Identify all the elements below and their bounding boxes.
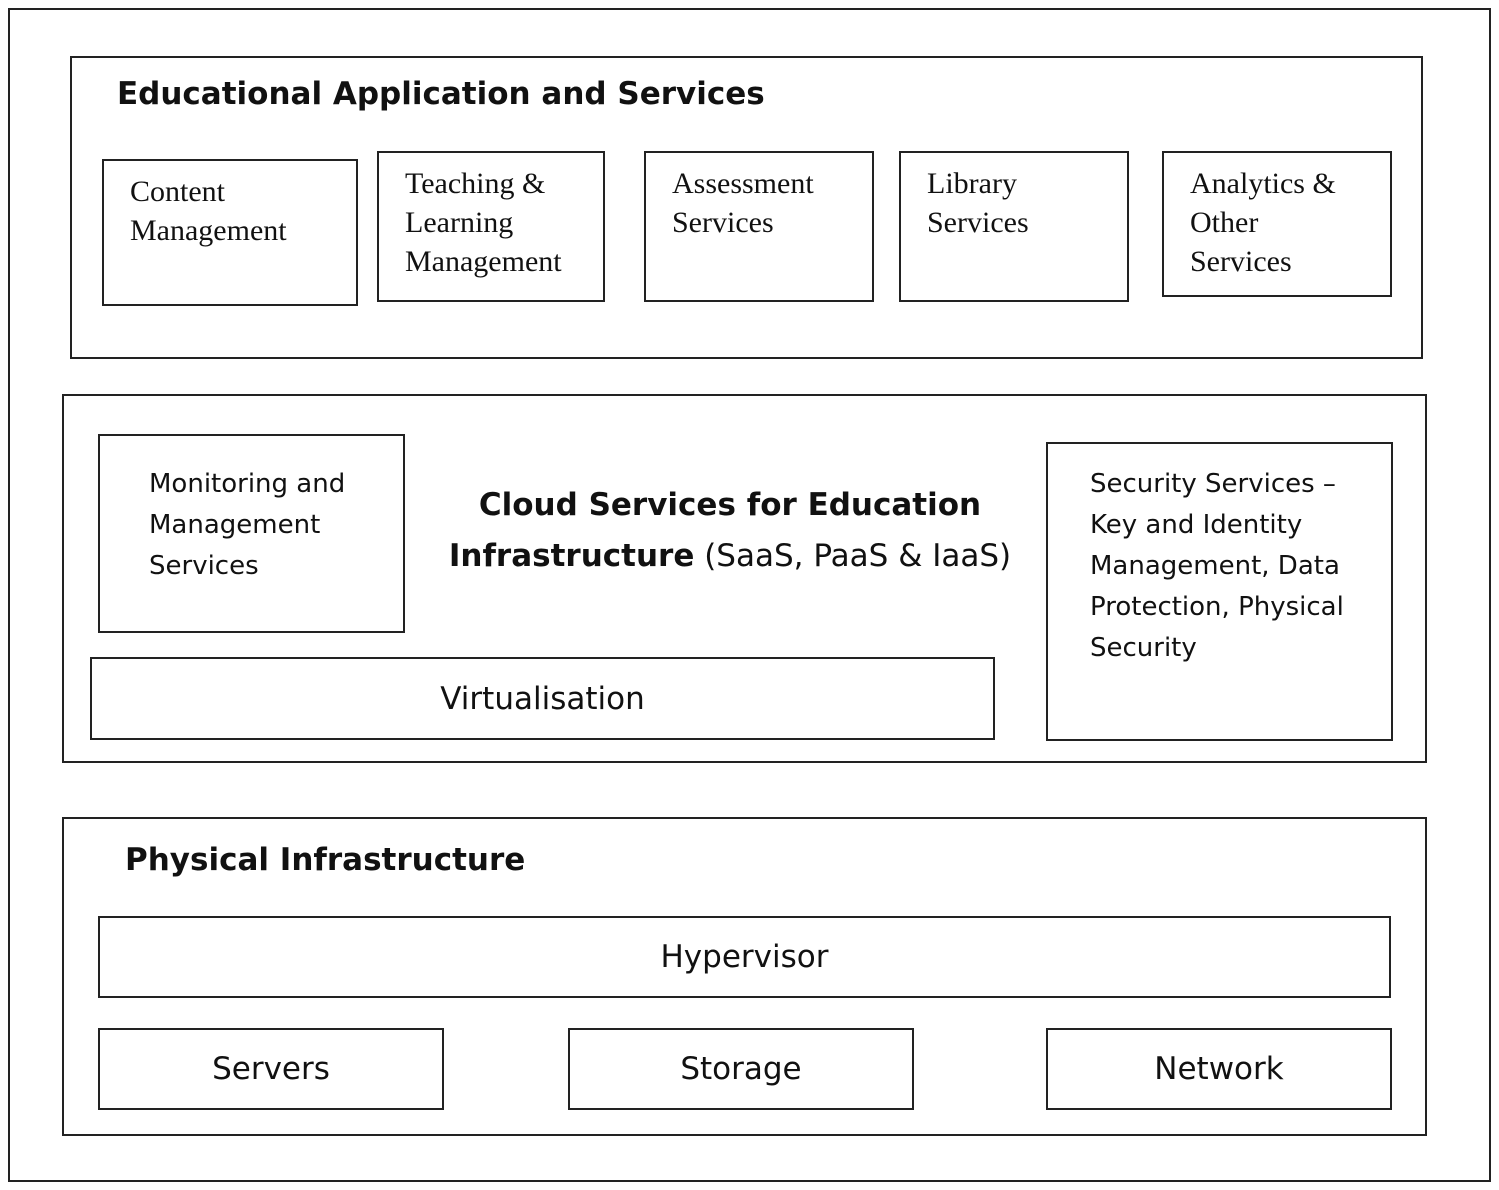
security-line-3: Management, Data	[1090, 551, 1340, 581]
library-services-box: Library Services	[899, 151, 1129, 302]
assessment-line-2: Services	[672, 206, 774, 239]
cloud-layer-title: Cloud Services for Education Infrastruct…	[440, 480, 1020, 582]
virtualisation-label: Virtualisation	[440, 680, 645, 717]
content-management-line-2: Management	[130, 214, 287, 247]
analytics-line-2: Other	[1190, 206, 1259, 239]
virtualisation-box: Virtualisation	[90, 657, 995, 740]
security-line-2: Key and Identity	[1090, 510, 1303, 540]
content-management-box: Content Management	[102, 159, 358, 306]
content-management-line-1: Content	[130, 175, 225, 208]
assessment-line-1: Assessment	[672, 167, 814, 200]
analytics-other-services-box: Analytics & Other Services	[1162, 151, 1392, 297]
teaching-learning-line-3: Management	[405, 245, 562, 278]
security-line-5: Security	[1090, 633, 1197, 663]
servers-box: Servers	[98, 1028, 444, 1110]
teaching-learning-line-2: Learning	[405, 206, 514, 239]
monitoring-management-box: Monitoring and Management Services	[98, 434, 405, 633]
application-layer-title: Educational Application and Services	[117, 76, 765, 112]
library-line-1: Library	[927, 167, 1017, 200]
assessment-services-box: Assessment Services	[644, 151, 874, 302]
hypervisor-label: Hypervisor	[660, 939, 829, 975]
teaching-learning-line-1: Teaching &	[405, 167, 546, 200]
network-box: Network	[1046, 1028, 1392, 1110]
cloud-title-line-2: Infrastructure (SaaS, PaaS & IaaS)	[440, 531, 1020, 582]
security-line-1: Security Services –	[1090, 469, 1336, 499]
library-line-2: Services	[927, 206, 1029, 239]
analytics-line-1: Analytics &	[1190, 167, 1336, 200]
monitoring-line-1: Monitoring and	[149, 469, 346, 499]
cloud-title-bold-word: Infrastructure	[448, 538, 695, 574]
monitoring-line-2: Management	[149, 510, 321, 540]
storage-label: Storage	[680, 1051, 802, 1087]
cloud-title-service-models: (SaaS, PaaS & IaaS)	[694, 538, 1012, 574]
monitoring-line-3: Services	[149, 551, 259, 581]
network-label: Network	[1154, 1051, 1284, 1087]
cloud-title-line-1: Cloud Services for Education	[478, 487, 982, 523]
teaching-learning-management-box: Teaching & Learning Management	[377, 151, 605, 302]
servers-label: Servers	[212, 1051, 330, 1087]
physical-layer-title: Physical Infrastructure	[125, 842, 526, 878]
analytics-line-3: Services	[1190, 245, 1292, 278]
security-line-4: Protection, Physical	[1090, 592, 1344, 622]
storage-box: Storage	[568, 1028, 914, 1110]
hypervisor-box: Hypervisor	[98, 916, 1391, 998]
security-services-box: Security Services – Key and Identity Man…	[1046, 442, 1393, 741]
